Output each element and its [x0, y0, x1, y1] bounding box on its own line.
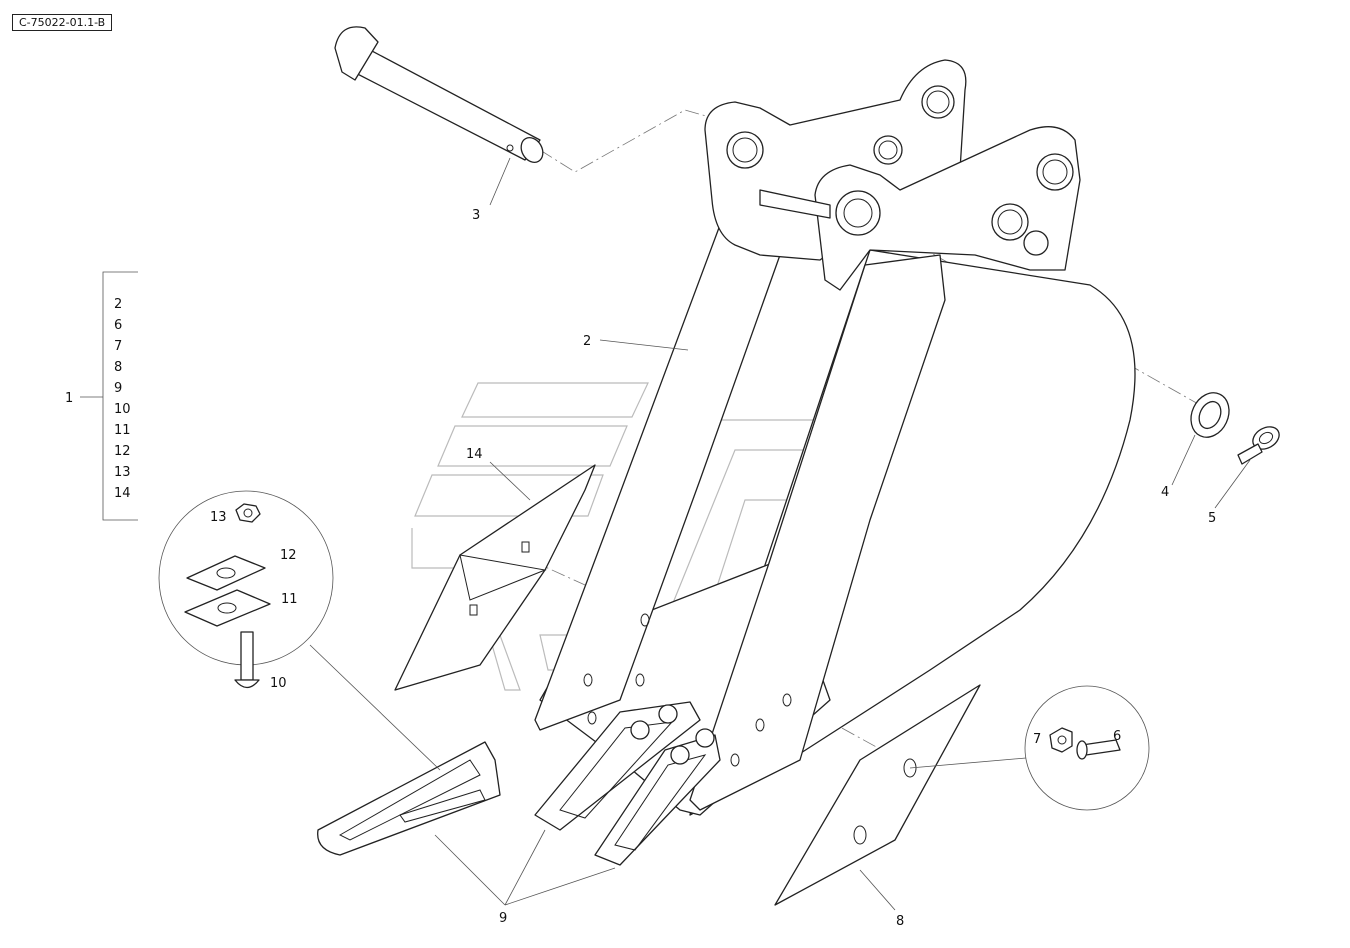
detail-circle-bolt — [1024, 685, 1150, 811]
callout-6: 6 — [1113, 729, 1121, 744]
drawing-reference-label: C-75022-01.1-B — [12, 14, 113, 31]
kit-list-item: 10 — [114, 402, 131, 417]
callout-14: 14 — [466, 447, 483, 462]
kit-list: 2 6 7 8 9 10 11 12 13 14 — [114, 297, 131, 501]
hinge-pin — [334, 26, 544, 163]
callout-3: 3 — [472, 208, 480, 223]
kit-list-item: 8 — [114, 360, 122, 375]
callout-leaders — [434, 157, 1251, 911]
callout-1: 1 — [65, 391, 73, 406]
kit-list-item: 2 — [114, 297, 122, 312]
kit-list-item: 7 — [114, 339, 122, 354]
kit-list-item: 13 — [114, 465, 131, 480]
kit-list-item: 6 — [114, 318, 122, 333]
leader-detail-to-cutter — [909, 757, 1027, 769]
callout-2: 2 — [583, 334, 591, 349]
callout-7: 7 — [1033, 732, 1041, 747]
side-cutter-right — [774, 684, 981, 906]
callout-12: 12 — [280, 548, 297, 563]
callout-labels: 1 2 3 4 5 6 7 8 9 10 11 12 13 14 — [65, 208, 1216, 929]
detail-circle-fasteners — [158, 490, 334, 689]
kit-list-item: 14 — [114, 486, 131, 501]
linch-pin — [1237, 426, 1280, 465]
callout-11: 11 — [281, 592, 298, 607]
kit-list-item: 12 — [114, 444, 131, 459]
callout-5: 5 — [1208, 511, 1216, 526]
leader-detail-to-tooth — [309, 644, 441, 771]
callout-8: 8 — [896, 914, 904, 929]
kit-bracket — [80, 271, 138, 521]
callout-10: 10 — [270, 676, 287, 691]
callout-4: 4 — [1161, 485, 1169, 500]
side-cutter-left — [394, 464, 596, 691]
bucket-body — [534, 59, 1136, 816]
callout-13: 13 — [210, 510, 227, 525]
washer — [1190, 392, 1230, 438]
bucket-teeth — [317, 701, 721, 866]
kit-list-item: 11 — [114, 423, 131, 438]
kit-list-item: 9 — [114, 381, 122, 396]
callout-9: 9 — [499, 911, 507, 926]
